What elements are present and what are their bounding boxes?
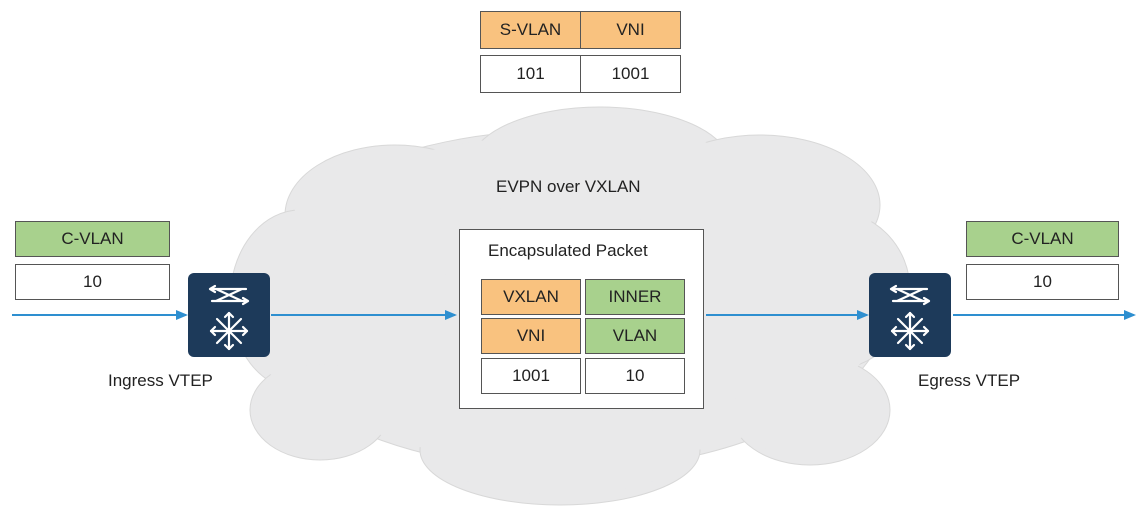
right-c-vlan-value: 10 <box>966 264 1119 300</box>
s-vlan-value: 101 <box>480 55 581 93</box>
packet-title: Encapsulated Packet <box>488 241 648 260</box>
left-c-vlan-header: C-VLAN <box>15 221 170 257</box>
packet-vlan-cell: VLAN <box>585 318 685 354</box>
egress-label: Egress VTEP <box>918 371 1021 390</box>
packet-inner-cell: INNER <box>585 279 685 315</box>
packet-vlan-value: 10 <box>585 358 685 394</box>
left-c-vlan-value: 10 <box>15 264 170 300</box>
packet-vni-cell: VNI <box>481 318 581 354</box>
packet-vxlan-cell: VXLAN <box>481 279 581 315</box>
ingress-switch-icon <box>188 273 270 357</box>
ingress-label: Ingress VTEP <box>108 371 213 390</box>
cloud-label: EVPN over VXLAN <box>496 177 641 196</box>
vni-header: VNI <box>580 11 681 49</box>
vni-value: 1001 <box>580 55 681 93</box>
s-vlan-header: S-VLAN <box>480 11 581 49</box>
packet-vni-value: 1001 <box>481 358 581 394</box>
right-c-vlan-header: C-VLAN <box>966 221 1119 257</box>
egress-switch-icon <box>869 273 951 357</box>
